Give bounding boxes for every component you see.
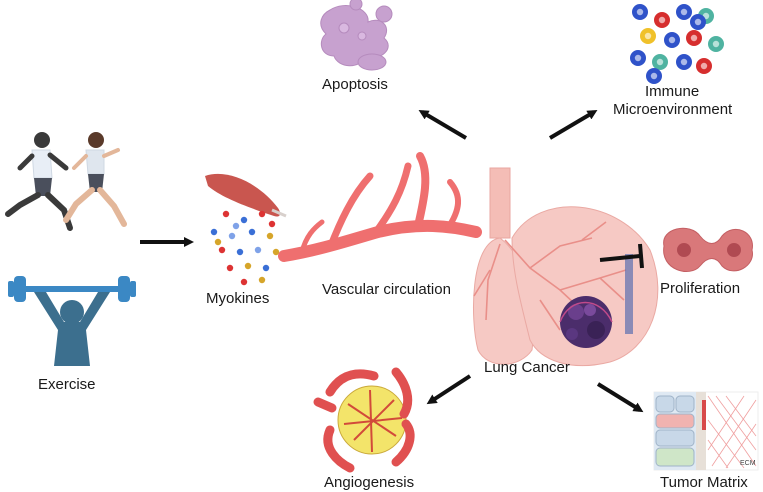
myokine-dot: [232, 222, 240, 230]
label-myokines: Myokines: [206, 290, 270, 307]
lungs-icon: [472, 167, 659, 366]
arrow-to-apoptosis: [418, 109, 468, 140]
myokine-dot: [262, 264, 270, 272]
weightlifter-icon: [8, 276, 136, 366]
muscle-icon: [205, 173, 287, 218]
apoptosis-icon: [320, 0, 393, 71]
label-ecm: ECM: [740, 460, 756, 467]
myokine-dot: [268, 220, 276, 228]
myokine-dot: [272, 248, 280, 256]
label-exercise: Exercise: [38, 376, 96, 393]
myokine-dot: [240, 278, 248, 286]
myokine-dot: [210, 228, 218, 236]
immune-cell-nucleus: [650, 72, 658, 80]
immune-cell-nucleus: [712, 40, 720, 48]
runners-icon: [5, 132, 127, 231]
immune-cell-nucleus: [634, 54, 642, 62]
label-immune-line1: Immune: [645, 83, 700, 100]
myokine-dot: [214, 238, 222, 246]
immune-cells-icon: [630, 4, 724, 84]
label-apoptosis: Apoptosis: [322, 76, 388, 93]
angiogenesis-icon: [313, 367, 415, 473]
myokine-dot: [258, 276, 266, 284]
label-tumor-matrix: Tumor Matrix: [660, 474, 748, 491]
immune-cell-nucleus: [644, 32, 652, 40]
immune-cell-nucleus: [680, 58, 688, 66]
label-lung-cancer: Lung Cancer: [484, 359, 570, 376]
myokine-dot: [236, 248, 244, 256]
label-immune-line2: Microenvironment: [613, 101, 733, 118]
immune-cell-nucleus: [680, 8, 688, 16]
immune-cell-nucleus: [700, 62, 708, 70]
immune-cell-nucleus: [658, 16, 666, 24]
arrow-to-immune: [548, 109, 598, 140]
immune-cell-nucleus: [694, 18, 702, 26]
myokine-dot: [258, 210, 266, 218]
label-angiogenesis: Angiogenesis: [324, 474, 415, 491]
myokine-dot: [222, 210, 230, 218]
myokine-dot: [226, 264, 234, 272]
immune-cell-nucleus: [656, 58, 664, 66]
proliferation-icon: [663, 227, 753, 272]
myokine-dot: [248, 228, 256, 236]
immune-cell-nucleus: [636, 8, 644, 16]
arrow-to-angiogenesis: [426, 374, 472, 405]
myokine-dot: [244, 262, 252, 270]
inhibit-proliferation: [599, 243, 644, 269]
myokine-dot: [228, 232, 236, 240]
myokine-dot: [218, 246, 226, 254]
myokine-dot: [266, 232, 274, 240]
vascular-icon: [278, 152, 482, 262]
tumor-matrix-icon: [653, 391, 759, 471]
label-vascular-circulation: Vascular circulation: [322, 281, 451, 298]
myokine-dot: [240, 216, 248, 224]
label-proliferation: Proliferation: [660, 280, 741, 297]
myokines-dots: [210, 210, 280, 286]
myokine-dot: [254, 246, 262, 254]
arrow-to-tumor-matrix: [596, 382, 644, 413]
tumor-icon: [559, 296, 613, 348]
immune-cell-nucleus: [690, 34, 698, 42]
immune-cell-nucleus: [668, 36, 676, 44]
